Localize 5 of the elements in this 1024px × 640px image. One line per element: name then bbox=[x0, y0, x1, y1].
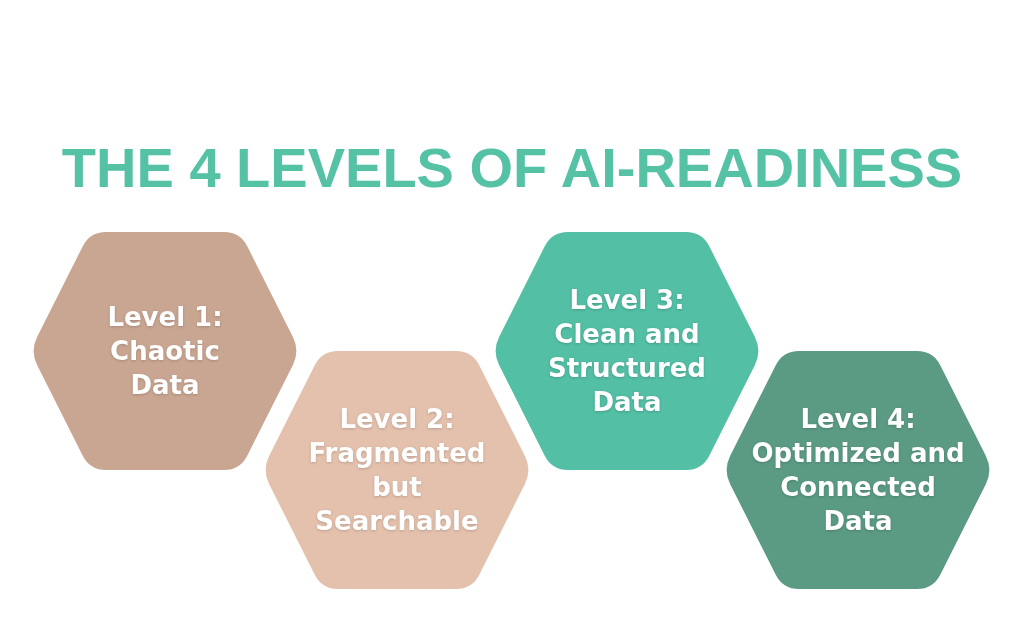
level-label: Level 4: Optimized and Connected Data bbox=[750, 403, 966, 538]
title: THE 4 LEVELS OF AI-READINESS bbox=[61, 135, 963, 201]
level-label: Level 3: Clean and Structured Data bbox=[547, 284, 707, 419]
level-label: Level 1: Chaotic Data bbox=[106, 301, 224, 402]
level-label: Level 2: Fragmented but Searchable bbox=[307, 403, 487, 538]
